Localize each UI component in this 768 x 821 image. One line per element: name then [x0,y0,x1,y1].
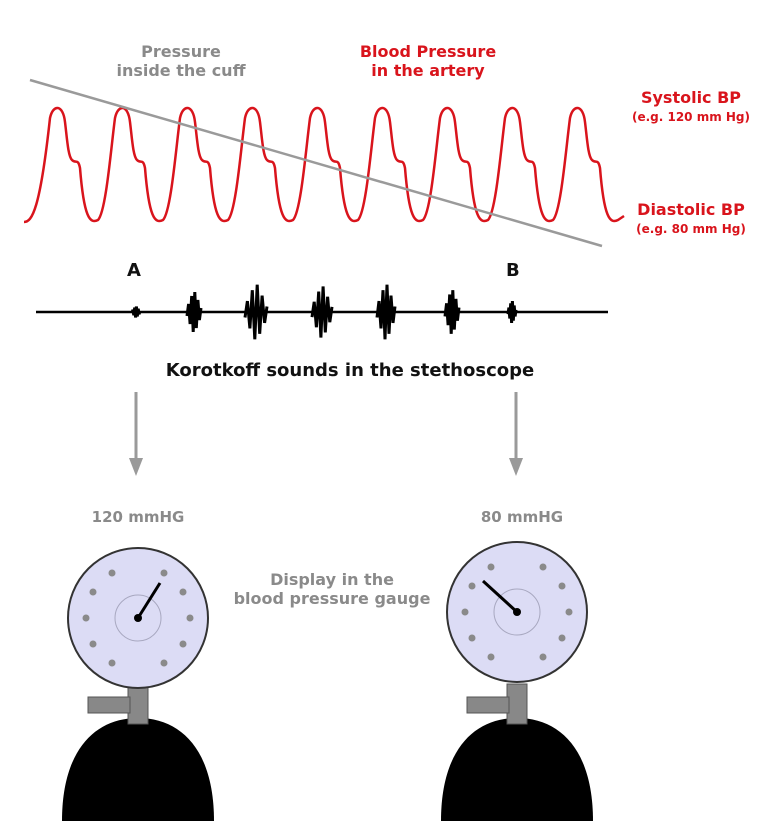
gauge-tick-dot [179,640,187,648]
gauge-tick-dot [186,614,194,622]
gauge-tick-dot [160,569,168,577]
gauge-tick-dot [468,582,476,590]
gauge-needle-icon [136,582,162,619]
diastolic-title: Diastolic BP [637,200,745,219]
down-arrow-icon [509,392,523,476]
down-arrow-icon [129,392,143,476]
gauge-tick-dot [487,653,495,661]
cuff-pressure-label-line1: Pressure [141,42,221,61]
gauge-display-caption: Display in the blood pressure gauge [222,570,442,608]
gauge-tick-dot [82,614,90,622]
gauge-display-line1: Display in the [270,570,394,589]
inflation-bulb-icon [62,718,214,821]
pressure-gauge-icon [441,541,593,821]
pressure-gauge-icon [62,547,214,821]
gauge-left-reading: 120 mmHG [91,508,185,526]
diastolic-example: (e.g. 80 mm Hg) [636,222,746,237]
gauge-tick-dot [89,588,97,596]
systolic-example: (e.g. 120 mm Hg) [631,110,751,125]
gauge-tick-dot [565,608,573,616]
gauge-right-reading: 80 mmHG [480,508,564,526]
gauge-tick-dot [108,569,116,577]
korotkoff-sound-burst [443,290,461,334]
marker-a: A [127,260,141,281]
korotkoff-sound-burst [375,284,397,340]
artery-pressure-label-line2: in the artery [371,61,485,81]
korotkoff-caption: Korotkoff sounds in the stethoscope [165,360,535,381]
systolic-title: Systolic BP [640,88,742,107]
cuff-pressure-label-line2: inside the cuff [116,61,246,81]
cuff-pressure-line [29,78,603,248]
inflation-bulb-icon [441,718,593,821]
gauge-needle-icon [481,579,519,614]
gauge-tick-dot [89,640,97,648]
gauge-tick-dot [558,582,566,590]
artery-pressure-label: Blood Pressure in the artery [348,42,508,80]
korotkoff-sound-burst [185,291,203,333]
gauge-tick-dot [179,588,187,596]
diastolic-label: Diastolic BP (e.g. 80 mm Hg) [616,200,766,237]
gauge-tick-dot [461,608,469,616]
korotkoff-sound-burst [310,286,334,338]
arterial-pressure-wave [23,106,625,224]
gauge-tick-dot [160,659,168,667]
gauge-tick-dot [468,634,476,642]
gauge-tick-dot [539,563,547,571]
gauge-tick-dot [558,634,566,642]
marker-b: B [506,260,520,281]
artery-pressure-label-line1: Blood Pressure [359,42,497,61]
gauge-display-line2: blood pressure gauge [233,589,431,609]
korotkoff-sound-burst [130,306,142,318]
korotkoff-sound-trace [130,284,518,340]
cuff-pressure-label: Pressure inside the cuff [106,42,256,80]
gauge-tick-dot [108,659,116,667]
korotkoff-sound-burst [243,284,269,340]
gauge-tick-dot [487,563,495,571]
systolic-label: Systolic BP (e.g. 120 mm Hg) [616,88,766,125]
gauge-tick-dot [539,653,547,661]
korotkoff-sound-burst [506,301,518,323]
